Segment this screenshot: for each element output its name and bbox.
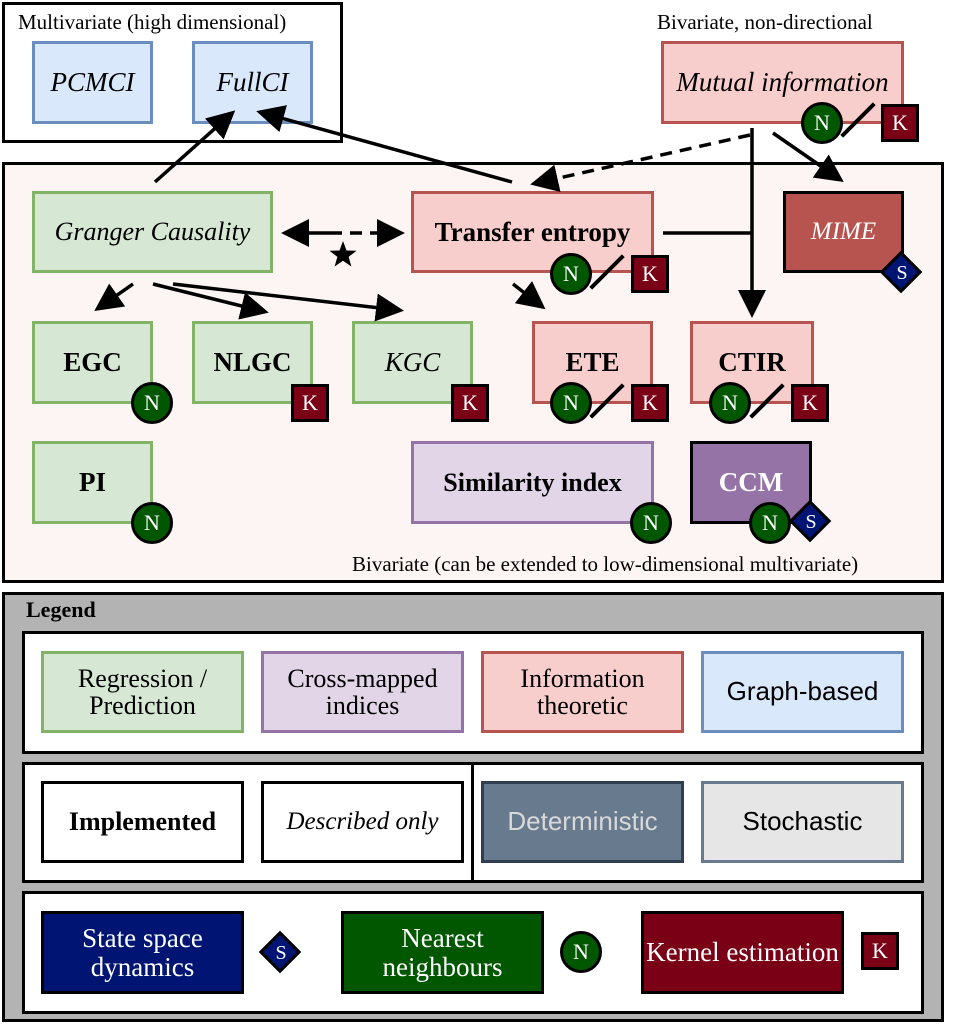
te-kernel-badge: K — [631, 255, 669, 293]
ccm-nearest-badge: N — [749, 502, 791, 544]
legend-nearest-neighbours: Nearest neighbours — [341, 911, 544, 994]
mime-state-space-badge: S — [879, 250, 924, 295]
legend-described-only: Described only — [261, 781, 464, 863]
node-transfer-entropy[interactable]: Transfer entropy — [411, 191, 654, 273]
legend-state-space-letter: S — [275, 941, 287, 964]
nlgc-kernel-badge: K — [291, 384, 329, 422]
node-similarity-index[interactable]: Similarity index — [411, 441, 654, 524]
legend-cross-mapped: Cross-mapped indices — [261, 651, 464, 733]
legend-deterministic: Deterministic — [481, 781, 684, 863]
ccm-state-space-letter: S — [805, 510, 817, 533]
node-egc[interactable]: EGC — [32, 321, 153, 404]
legend-implemented: Implemented — [41, 781, 244, 863]
legend-regression: Regression / Prediction — [41, 651, 244, 733]
mi-nearest-badge: N — [801, 102, 843, 144]
multivariate-label: Multivariate (high dimensional) — [18, 10, 287, 34]
ete-nearest-badge: N — [550, 382, 592, 424]
legend-stochastic: Stochastic — [701, 781, 904, 863]
legend-graph-based: Graph-based — [701, 651, 904, 733]
legend-state-space: State space dynamics — [41, 911, 244, 994]
ete-kernel-badge: K — [631, 384, 669, 422]
ctir-kernel-badge: K — [791, 384, 829, 422]
node-granger-causality[interactable]: Granger Causality — [32, 191, 273, 273]
si-nearest-badge: N — [630, 502, 672, 544]
legend-kernel-badge: K — [861, 932, 899, 970]
legend-nearest-badge: N — [560, 931, 602, 973]
ccm-state-space-badge: S — [788, 499, 833, 544]
te-nearest-badge: N — [550, 253, 592, 295]
legend-state-space-badge: S — [258, 930, 303, 975]
node-pcmci[interactable]: PCMCI — [32, 41, 153, 124]
legend-title: Legend — [26, 597, 96, 622]
bivariate-non-directional-label: Bivariate, non-directional — [657, 10, 873, 34]
mi-kernel-badge: K — [881, 104, 919, 142]
node-mime[interactable]: MIME — [783, 191, 904, 273]
legend-kernel-estimation: Kernel estimation — [641, 911, 844, 994]
pi-nearest-badge: N — [131, 502, 173, 544]
node-ccm[interactable]: CCM — [690, 441, 812, 524]
mime-state-space-letter: S — [896, 261, 908, 284]
bivariate-label: Bivariate (can be extended to low-dimens… — [352, 552, 859, 576]
egc-nearest-badge: N — [131, 382, 173, 424]
node-fullci[interactable]: FullCI — [192, 41, 313, 124]
node-pi[interactable]: PI — [32, 441, 153, 524]
legend-information-theoretic: Information theoretic — [481, 651, 684, 733]
ctir-nearest-badge: N — [709, 382, 751, 424]
kgc-kernel-badge: K — [451, 384, 489, 422]
